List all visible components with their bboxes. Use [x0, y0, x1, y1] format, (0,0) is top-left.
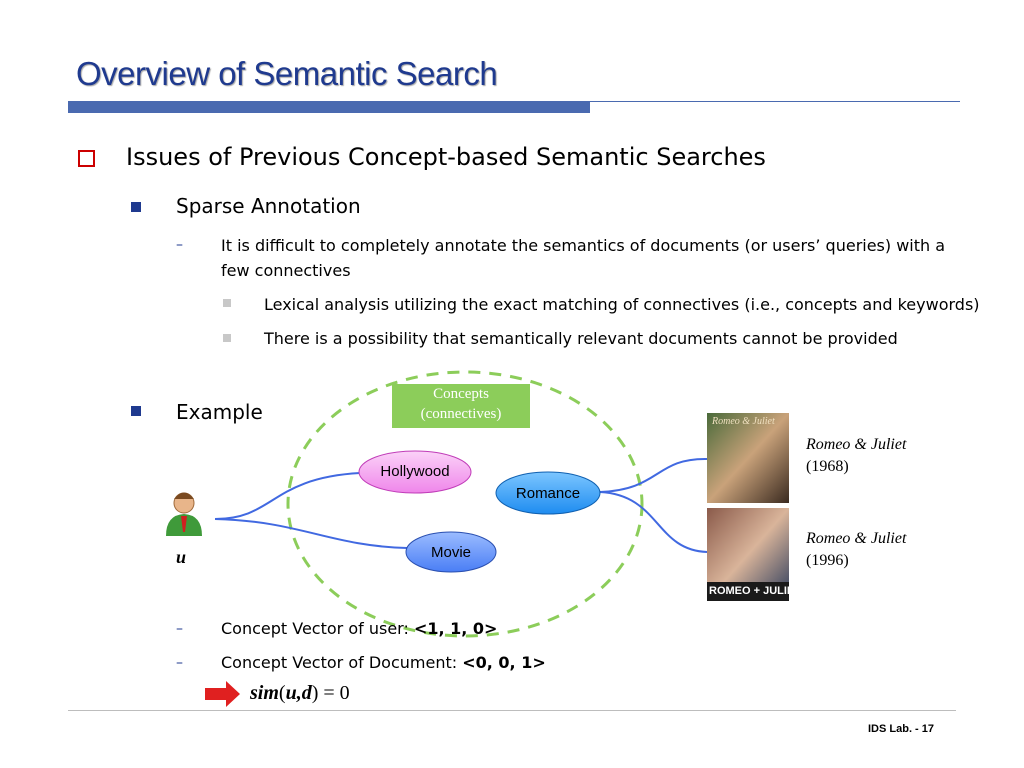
movie-1968-title: Romeo & Juliet	[806, 436, 907, 453]
red-arrow-icon	[205, 681, 240, 707]
poster-1968	[707, 413, 789, 503]
footer-rule	[68, 710, 956, 711]
user-vector-value: <1, 1, 0>	[413, 619, 498, 638]
formula-args: u,d	[285, 682, 312, 704]
edge-user-movie	[214, 518, 408, 549]
user-vector-label: Concept Vector of user:	[221, 619, 409, 638]
hollywood-node-shape	[358, 450, 472, 494]
poster-1996-text: ROMEO + JULIET	[709, 585, 801, 597]
square-bullet-icon	[223, 334, 231, 342]
edge-user-hollywood	[214, 472, 361, 520]
movie-node-shape	[405, 531, 497, 573]
title-underline-rule	[590, 101, 960, 102]
sparse-annotation-label: Sparse Annotation	[176, 194, 361, 218]
formula-rhs: = 0	[323, 682, 350, 704]
slide-footer: IDS Lab. - 17	[868, 723, 935, 735]
movie-1968-year: (1968)	[806, 458, 849, 475]
square-outline-bullet-icon	[78, 150, 95, 167]
square-bullet-icon	[223, 299, 231, 307]
movie-1996-year: (1996)	[806, 552, 849, 569]
dash-bullet: –	[176, 655, 183, 671]
possibility-bullet: There is a possibility that semantically…	[264, 329, 898, 348]
edge-romance-movie1968	[599, 457, 708, 493]
document-vector-line: Concept Vector of Document: <0, 0, 1>	[221, 653, 546, 672]
connectives-label: (connectives)	[420, 406, 502, 422]
square-bullet-icon	[131, 406, 141, 416]
romance-node: Romance	[515, 485, 581, 502]
romance-node-shape	[495, 471, 601, 515]
user-vector-line: Concept Vector of user: <1, 1, 0>	[221, 619, 497, 638]
concepts-label-box: Concepts (connectives)	[392, 384, 530, 428]
hollywood-node: Hollywood	[380, 463, 450, 480]
title-underline-bar	[68, 101, 590, 113]
document-vector-value: <0, 0, 1>	[462, 653, 546, 672]
edge-romance-movie1996	[599, 491, 708, 553]
poster-1968-text: Romeo & Juliet	[712, 416, 775, 427]
heading-issues: Issues of Previous Concept-based Semanti…	[126, 143, 766, 171]
lexical-analysis-bullet: Lexical analysis utilizing the exact mat…	[264, 295, 980, 314]
user-icon	[166, 492, 202, 536]
similarity-formula: sim(u,d) = 0	[250, 682, 350, 704]
concepts-label: Concepts	[433, 386, 489, 402]
square-bullet-icon	[131, 202, 141, 212]
concept-space-ellipse	[286, 370, 644, 638]
sparse-text-line1: It is difficult to completely annotate t…	[221, 236, 946, 255]
sparse-text-line2: few connectives	[221, 261, 351, 280]
dash-bullet: –	[176, 621, 183, 637]
document-vector-label: Concept Vector of Document:	[221, 653, 458, 672]
slide-title: Overview of Semantic Search	[76, 55, 498, 92]
user-label: u	[176, 547, 187, 567]
movie-1996-title: Romeo & Juliet	[806, 530, 907, 547]
dash-bullet: –	[176, 237, 183, 253]
example-label: Example	[176, 400, 263, 424]
formula-sim: sim	[250, 682, 279, 704]
movie-node: Movie	[430, 544, 471, 561]
